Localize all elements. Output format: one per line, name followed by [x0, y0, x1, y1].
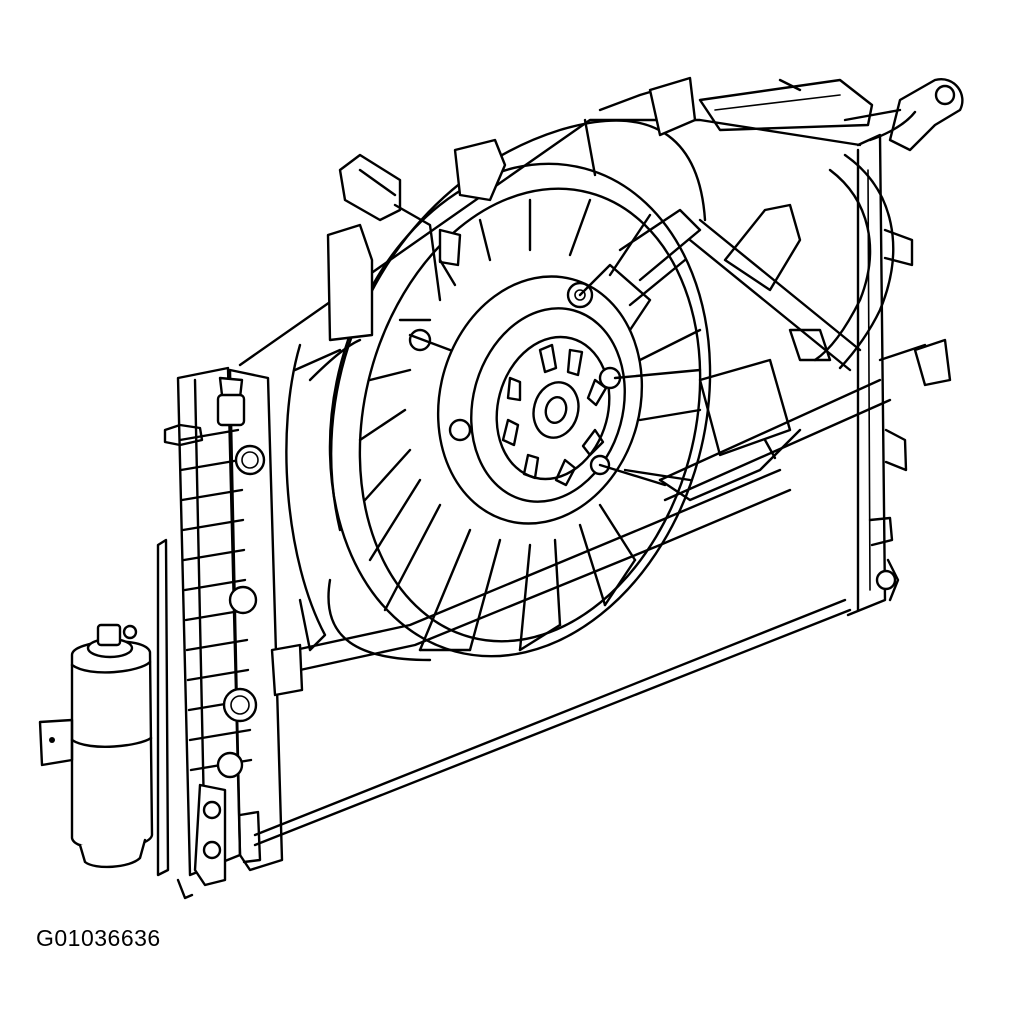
figure-id-label: G01036636	[36, 925, 161, 951]
fan-motor-hub	[408, 208, 702, 525]
receiver-drier	[38, 623, 154, 869]
left-radiator-tank	[156, 366, 284, 900]
upper-hose	[813, 78, 964, 370]
fan-blades	[358, 198, 702, 652]
fan-shroud	[270, 76, 952, 697]
